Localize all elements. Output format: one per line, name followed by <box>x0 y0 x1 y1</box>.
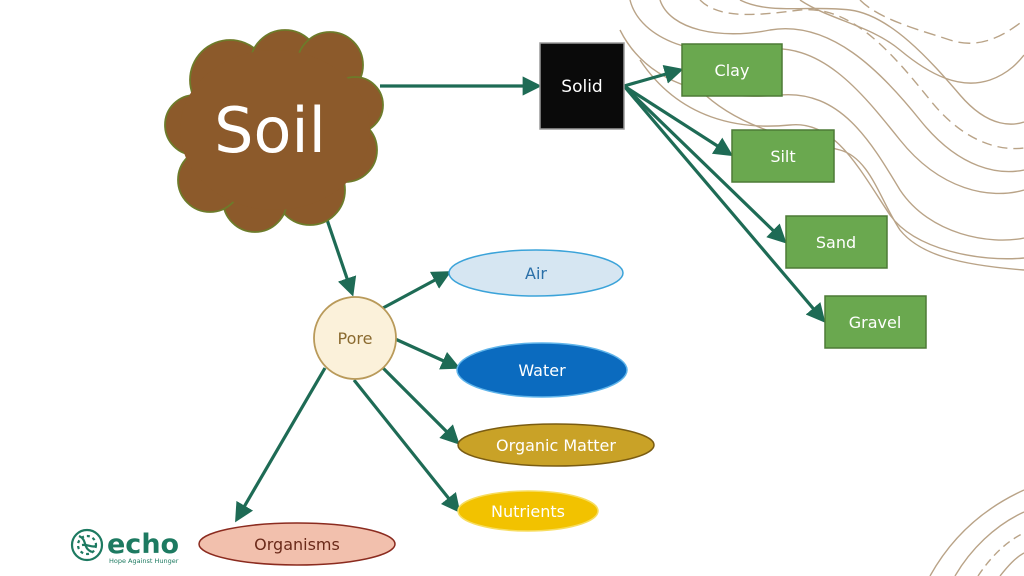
arrow-solid-to-silt <box>623 84 734 157</box>
clay-label: Clay <box>715 61 750 80</box>
arrow-pore-to-organisms <box>235 367 327 523</box>
sand-box <box>785 215 888 269</box>
solid-children: Clay Silt Sand Gravel <box>681 43 927 349</box>
clay-box <box>681 43 783 97</box>
nutrients-label: Nutrients <box>491 502 565 521</box>
silt-box <box>731 129 835 183</box>
solid-node: Solid <box>539 42 625 130</box>
organic-matter-node: Organic Matter <box>457 423 655 467</box>
echo-logo: echo Hope Against Hunger <box>70 528 179 565</box>
silt-label: Silt <box>770 147 795 166</box>
water-label: Water <box>518 361 566 380</box>
gravel-node: Gravel <box>824 295 927 349</box>
contour-decoration-bottom <box>929 489 1024 576</box>
air-node: Air <box>448 249 624 297</box>
arrow-pore-to-organic <box>381 366 460 445</box>
nutrients-node: Nutrients <box>457 490 599 532</box>
organic-matter-ellipse <box>457 423 655 467</box>
organisms-node: Organisms <box>198 522 396 566</box>
pore-node: Pore <box>313 296 397 380</box>
soil-node: Soil <box>164 29 384 233</box>
clay-node: Clay <box>681 43 783 97</box>
pore-children: Air Water Organic Matter Nutrients Organ… <box>198 249 655 566</box>
arrow-solid-to-gravel <box>622 84 826 323</box>
arrow-pore-to-nutrients <box>352 379 461 513</box>
sand-node: Sand <box>785 215 888 269</box>
water-ellipse <box>456 342 628 398</box>
contour-decoration-top <box>619 0 1024 271</box>
solid-label: Solid <box>561 77 602 97</box>
air-label: Air <box>525 264 547 283</box>
organisms-ellipse <box>198 522 396 566</box>
water-node: Water <box>456 342 628 398</box>
nutrients-ellipse <box>457 490 599 532</box>
echo-logo-tagline: Hope Against Hunger <box>109 557 179 565</box>
echo-emblem-icon <box>70 528 104 562</box>
soil-label: Soil <box>214 94 326 167</box>
pore-label: Pore <box>338 329 373 348</box>
arrow-pore-to-water <box>392 336 461 370</box>
sand-label: Sand <box>816 233 856 252</box>
soil-cloud-fill <box>180 50 370 210</box>
solid-box <box>539 42 625 130</box>
arrow-pore-to-air <box>382 271 452 310</box>
organisms-label: Organisms <box>254 535 340 554</box>
organic-matter-label: Organic Matter <box>496 436 616 455</box>
pore-circle <box>313 296 397 380</box>
arrow-solid-to-clay <box>623 64 684 88</box>
gravel-label: Gravel <box>849 313 902 332</box>
gravel-box <box>824 295 927 349</box>
air-ellipse <box>448 249 624 297</box>
silt-node: Silt <box>731 129 835 183</box>
echo-logo-name: echo <box>107 529 179 560</box>
connectors <box>235 64 826 523</box>
arrow-solid-to-sand <box>622 84 787 244</box>
